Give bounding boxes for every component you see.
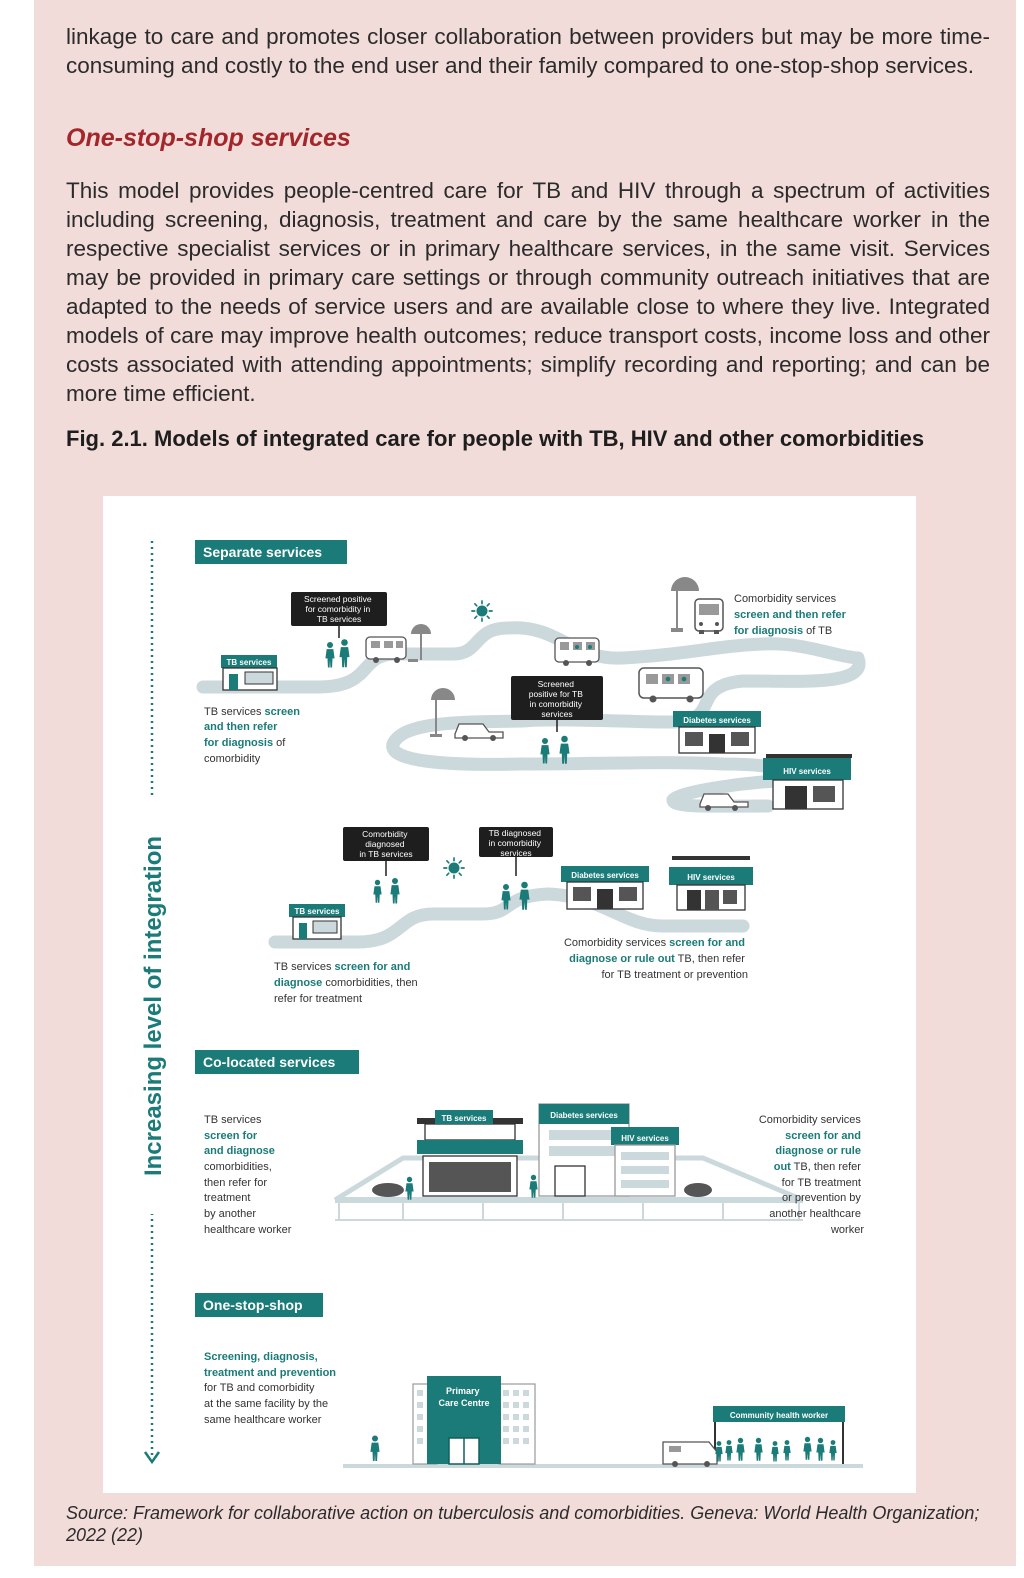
hiv-services-sign-bg <box>669 867 753 885</box>
diabetes-services-sign-bg <box>673 711 761 727</box>
road-scene-2 <box>268 887 750 949</box>
section-label-colocated: Co-located services <box>203 1054 335 1070</box>
tb-services-sign: TB services <box>442 1114 487 1123</box>
tb-services-sign-bg <box>221 655 277 668</box>
person-icon <box>325 642 335 668</box>
sun-icon <box>443 857 465 879</box>
primary-care-centre-sign: Primary Care Centre <box>438 1386 489 1408</box>
callout-box-3 <box>343 827 429 861</box>
body-paragraph: This model provides people-centred care … <box>66 178 990 406</box>
hiv-services-sign-bg <box>763 758 851 780</box>
car-icon <box>454 723 504 741</box>
diabetes-services-sign: Diabetes services <box>571 871 639 880</box>
sun-icon <box>471 600 493 622</box>
caption-separate-tb-2: TB services screen for and diagnose como… <box>274 961 421 1005</box>
bush-icon <box>684 1183 712 1197</box>
integration-diagram: Increasing level of integration Separate… <box>139 540 866 1468</box>
onestop-scene: Screening, diagnosis, treatment and prev… <box>204 1351 863 1468</box>
section-label-separate-bg <box>195 540 347 564</box>
callout-text-2: Screened positive for TB in comorbidity … <box>529 679 586 719</box>
minibus-icon <box>365 636 407 663</box>
person-icon <box>339 639 350 668</box>
community-health-worker-sign: Community health worker <box>730 1411 828 1420</box>
person-icon <box>754 1437 763 1461</box>
section-label-separate: Separate services <box>203 544 322 560</box>
source-citation: Source: Framework for collaborative acti… <box>66 1503 980 1545</box>
caption-separate-comorbidity-2: Comorbidity services screen for and diag… <box>564 937 748 981</box>
person-icon <box>390 878 400 904</box>
person-icon <box>771 1441 779 1462</box>
figure-panel: Increasing level of integration Separate… <box>103 496 916 1493</box>
caption-colocated-tb: TB services screen for and diagnose como… <box>204 1114 292 1236</box>
person-icon <box>370 1435 380 1461</box>
person-icon <box>803 1436 812 1460</box>
separate-scene-1: TB services Screened positive for comorb… <box>196 577 866 813</box>
caption-separate-tb-1: TB services screen and then refer for di… <box>204 706 303 765</box>
person-icon <box>529 1174 538 1198</box>
tb-services-sign-bg <box>289 904 345 917</box>
callout-text-1: Screened positive for comorbidity in TB … <box>304 594 374 624</box>
intro-paragraph: linkage to care and promotes closer coll… <box>66 24 990 78</box>
person-icon <box>783 1440 791 1461</box>
caption-separate-comorbidity-1: Comorbidity services screen and then ref… <box>734 593 849 637</box>
figure-title: Fig. 2.1. Models of integrated care for … <box>66 426 925 451</box>
road-middle <box>386 651 866 787</box>
hiv-services-sign: HIV services <box>621 1134 669 1143</box>
diabetes-services-sign: Diabetes services <box>683 716 751 725</box>
caption-onestop: Screening, diagnosis, treatment and prev… <box>204 1351 339 1426</box>
separate-scene-2: TB services Comorbidity diagnosed in TB … <box>268 827 753 1005</box>
bus-stop-icon <box>408 624 431 662</box>
community-health-worker-sign-bg <box>713 1406 845 1422</box>
person-icon <box>816 1437 825 1461</box>
person-icon <box>405 1176 414 1200</box>
hiv-services-sign: HIV services <box>687 873 735 882</box>
diabetes-services-sign-bg <box>561 866 649 882</box>
section-label-onestop-bg <box>195 1293 323 1317</box>
axis-arrow-down-icon <box>143 1451 161 1465</box>
callout-box-1 <box>291 592 387 626</box>
callout-text-4: TB diagnosed in comorbidity services <box>489 828 544 858</box>
tb-services-sign-bg <box>435 1110 493 1124</box>
bus-icon <box>694 598 724 634</box>
van-icon <box>662 1441 718 1467</box>
person-icon <box>829 1440 837 1461</box>
callout-box-2 <box>511 676 603 720</box>
bush-icon <box>372 1183 404 1197</box>
section-heading: One-stop-shop services <box>66 124 351 152</box>
section-label-colocated-bg <box>195 1050 359 1074</box>
bus-stop-icon <box>430 688 455 737</box>
section-label-onestop: One-stop-shop <box>203 1297 303 1313</box>
diabetes-services-sign: Diabetes services <box>550 1111 618 1120</box>
callout-box-4 <box>479 827 553 857</box>
tb-services-sign: TB services <box>227 658 272 667</box>
callout-text-3: Comorbidity diagnosed in TB services <box>359 829 412 859</box>
tb-services-sign: TB services <box>295 907 340 916</box>
car-icon <box>699 793 749 811</box>
colocated-scene: TB services Diabetes services HIV servic… <box>204 1103 864 1236</box>
person-icon <box>725 1440 733 1461</box>
bus-stop-icon <box>671 577 699 632</box>
person-icon <box>373 879 382 903</box>
hiv-services-sign: HIV services <box>783 767 831 776</box>
minibus-icon <box>554 637 600 666</box>
caption-colocated-comorbidity: Comorbidity services screen for and diag… <box>759 1114 864 1236</box>
integration-axis-label: Increasing level of integration <box>140 836 167 1176</box>
person-icon <box>736 1437 745 1461</box>
bus-icon <box>638 667 704 703</box>
